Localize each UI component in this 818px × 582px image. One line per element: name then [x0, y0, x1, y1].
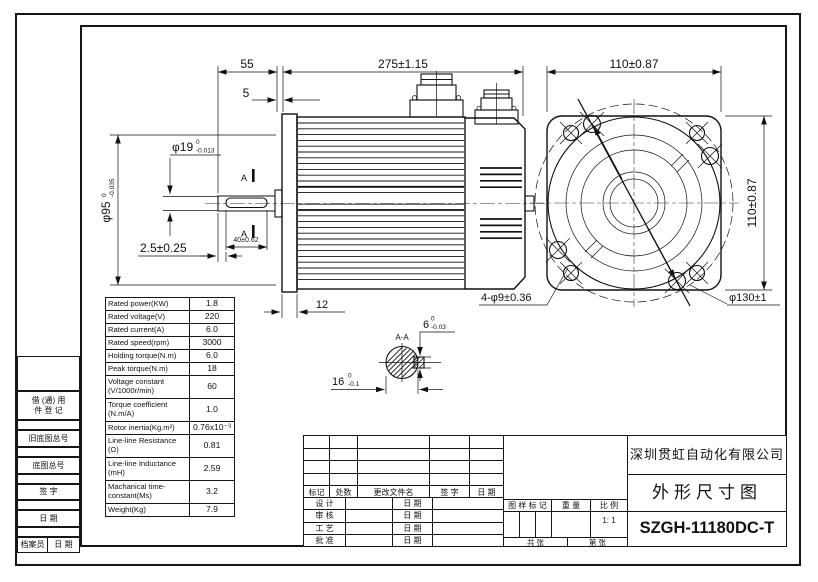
revision-table: 标记 处数 更改文件名 签 字 日 期 [303, 435, 504, 499]
margin-empty-box [17, 420, 80, 430]
spec-row: Weight(Kg)7.9 [105, 503, 235, 517]
dim-shaft-length: 55 [240, 57, 254, 71]
section-cut-bar [252, 169, 255, 182]
svg-text:0: 0 [101, 193, 108, 197]
dim-flange-width: 110±0.87 [609, 57, 658, 71]
margin-empty-box [17, 500, 80, 510]
svg-text:-0.013: -0.013 [196, 148, 215, 155]
dim-body-length: 275±1.15 [378, 57, 428, 71]
stamp-empty-box [503, 435, 628, 500]
signature-row: 审 核日 期 [303, 509, 504, 523]
svg-text:φ19: φ19 [172, 140, 193, 154]
revision-row [303, 460, 504, 474]
stamp-drawing-mark: 图 样 标 记 [503, 499, 552, 512]
side-view: A A [205, 71, 545, 293]
signature-row: 工 艺日 期 [303, 521, 504, 535]
section-hatching [386, 347, 418, 378]
svg-text:-0.03: -0.03 [431, 324, 446, 331]
section-cut-bar [252, 225, 255, 238]
dim-flange-height: 110±0.87 [745, 178, 759, 227]
spec-row: Peak torque(N.m)18 [105, 362, 235, 376]
dim-shaft-flat: 16 0 -0.1 [332, 373, 360, 389]
svg-text:φ95: φ95 [99, 201, 113, 222]
outer-border [15, 13, 801, 566]
vent-slots [480, 167, 522, 240]
margin-empty-box [17, 474, 80, 484]
bolt-circle-holes [545, 111, 723, 294]
spec-row: Rated speed(rpm)3000 [105, 336, 235, 350]
spec-row: Line-line Inductance (mH)2.59 [105, 457, 235, 481]
spec-row: Voltage constant (V/1000r/min)60 [105, 375, 235, 399]
dim-mounting-holes: 4-φ9±0.36 [481, 292, 531, 304]
bolt-circle-dashed [534, 103, 734, 303]
dim-key-width: 6 0 -0.03 [423, 316, 446, 332]
body-circle [547, 116, 721, 290]
flange-square [546, 115, 722, 291]
cooling-fins [298, 122, 464, 281]
mounting-flange [281, 113, 298, 293]
svg-text:16: 16 [332, 376, 344, 388]
mounting-holes [559, 121, 709, 285]
shaft-section-circle [385, 345, 419, 380]
margin-signature: 签 字 [17, 484, 80, 500]
margin-usage-box: 借 (通) 用 件 登 记 [17, 391, 80, 420]
dim-shaft-diameter: φ19 0 -0.013 [172, 139, 215, 155]
spokes [584, 153, 690, 259]
svg-text:6: 6 [423, 319, 429, 331]
margin-empty-box [17, 527, 80, 537]
front-view-dimensions: 110±0.87 110±0.87 [546, 57, 772, 291]
margin-old-base-no: 旧底图总号 [17, 430, 80, 447]
svg-text:0: 0 [196, 139, 200, 146]
svg-text:-0.1: -0.1 [348, 381, 360, 388]
drawing-title: 外形尺寸图 [627, 474, 787, 512]
dim-flange-thickness: 12 [316, 299, 328, 311]
revision-row [303, 435, 504, 449]
power-connector [409, 71, 464, 118]
shaft [217, 195, 275, 212]
spec-row: Rated power(KW)1.8 [105, 297, 235, 311]
svg-text:0: 0 [431, 316, 435, 323]
dim-bolt-circle: φ130±1 [729, 292, 767, 304]
key-hatching [414, 357, 424, 368]
section-aa-view: A-A 6 0 -0.03 [331, 316, 455, 394]
section-cut-mark-top: A [241, 173, 247, 183]
motor-body [296, 116, 466, 290]
section-cut-mark-bottom: A [241, 229, 247, 239]
spec-row: Torque coefficient (N.m/A)1.0 [105, 398, 235, 422]
model-number: SZGH-11180DC-T [627, 511, 787, 547]
revision-row [303, 472, 504, 487]
dim-key-length: 40±0.62 [233, 237, 258, 244]
rear-cap [524, 195, 535, 212]
dim-key-position: 2.5±0.25 [140, 241, 187, 255]
side-view-dimensions: 55 5 275±1.15 φ95 0 -0.035 φ19 0 -0 [99, 57, 524, 318]
dim-spigot-diameter: φ95 0 -0.035 [99, 178, 116, 222]
section-label: A-A [395, 333, 409, 342]
margin-empty-box [17, 356, 80, 391]
signature-table: 设 计日 期 审 核日 期 工 艺日 期 批 准日 期 [303, 496, 504, 548]
signature-row: 设 计日 期 [303, 496, 504, 511]
margin-archivist-date: 日 期 [47, 537, 80, 553]
company-name: 深圳贯虹自动化有限公司 [627, 435, 787, 475]
shaft-keyway [225, 197, 268, 209]
spec-row: Line-line Resistance (Ω)0.81 [105, 434, 235, 458]
front-view: 4-φ9±0.36 φ130±1 [479, 98, 780, 307]
spec-table: Rated power(KW)1.8 Rated voltage(V)220 R… [105, 297, 235, 517]
encoder-connector [474, 83, 519, 125]
svg-text:-0.035: -0.035 [109, 178, 116, 197]
revision-header-row: 标记 处数 更改文件名 签 字 日 期 [303, 485, 504, 499]
svg-text:0: 0 [348, 373, 352, 380]
margin-empty-box [17, 447, 80, 457]
dim-spigot-gap: 5 [243, 86, 250, 100]
margin-base-no: 底图总号 [17, 457, 80, 474]
signature-row: 批 准日 期 [303, 533, 504, 548]
margin-date: 日 期 [17, 510, 80, 527]
